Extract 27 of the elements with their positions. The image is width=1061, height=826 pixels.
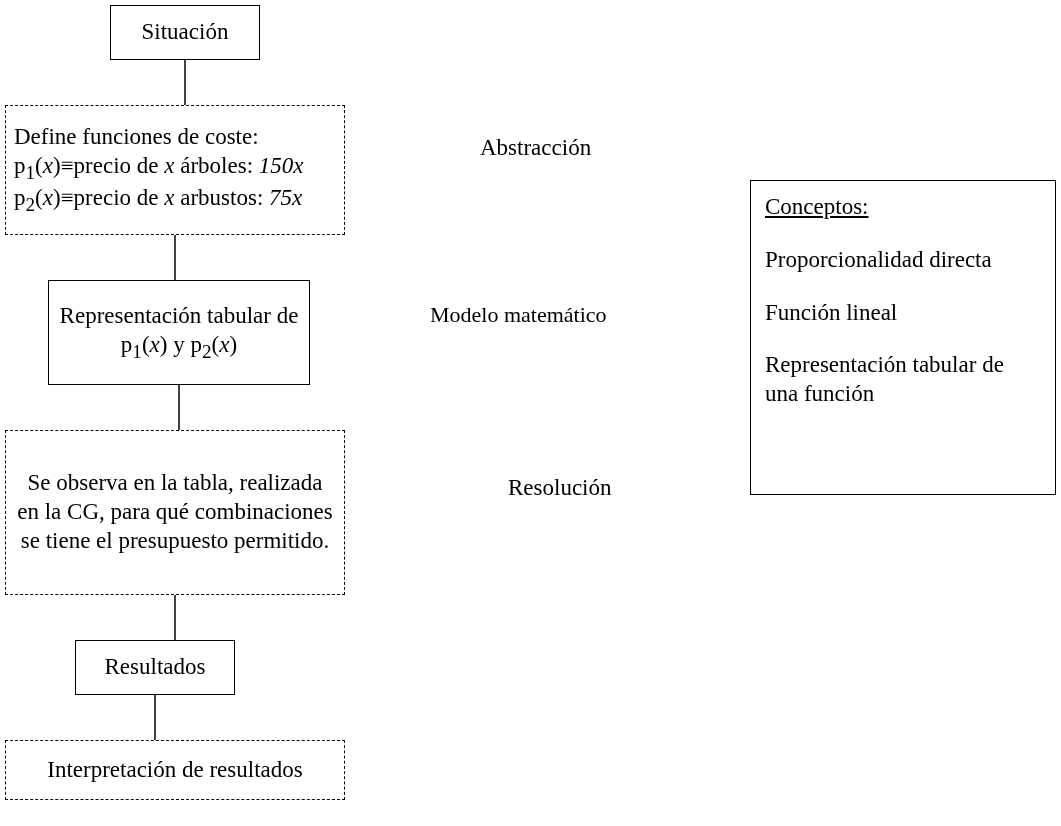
node-text: Se observa en la tabla, realizada en la CG, para qué combinaciones se tiene el presupuesto permitido.	[16, 469, 334, 555]
node-text: p$_{1}$(x)≡precio de x árboles: 150x	[14, 151, 305, 185]
dashed-process-box	[5, 105, 345, 235]
node-text: Resultados	[103, 653, 207, 682]
stage-label: Abstracción	[480, 135, 592, 161]
node-text: p$_{2}$(x)≡precio de x arbustos: 75x	[14, 184, 304, 217]
connector-line	[178, 384, 180, 431]
node-text: Representación tabular de p$_{1}$(x) y p$_{2}$(x)	[58, 301, 300, 364]
connector-line	[154, 694, 156, 741]
node-text: Interpretación de resultados	[46, 755, 304, 784]
dashed-process-box	[5, 430, 345, 595]
process-box	[110, 5, 260, 60]
connector-line	[174, 234, 176, 281]
concept-text: Proporcionalidad directa	[765, 245, 993, 274]
node-text: Define funciones de coste:	[14, 123, 260, 152]
stage-label: Modelo matemático	[430, 302, 607, 328]
concepts-box	[750, 180, 1056, 495]
node-text: Situación	[140, 18, 230, 47]
concept-text: Función lineal	[765, 298, 899, 327]
connector-line	[184, 59, 186, 106]
connector-line	[174, 594, 176, 641]
stage-label: Resolución	[508, 475, 612, 501]
process-box	[48, 280, 310, 385]
concept-text: Representación tabular de una función	[765, 351, 1005, 408]
process-box	[75, 640, 235, 695]
heading: Conceptos:	[765, 193, 870, 221]
dashed-process-box	[5, 740, 345, 800]
